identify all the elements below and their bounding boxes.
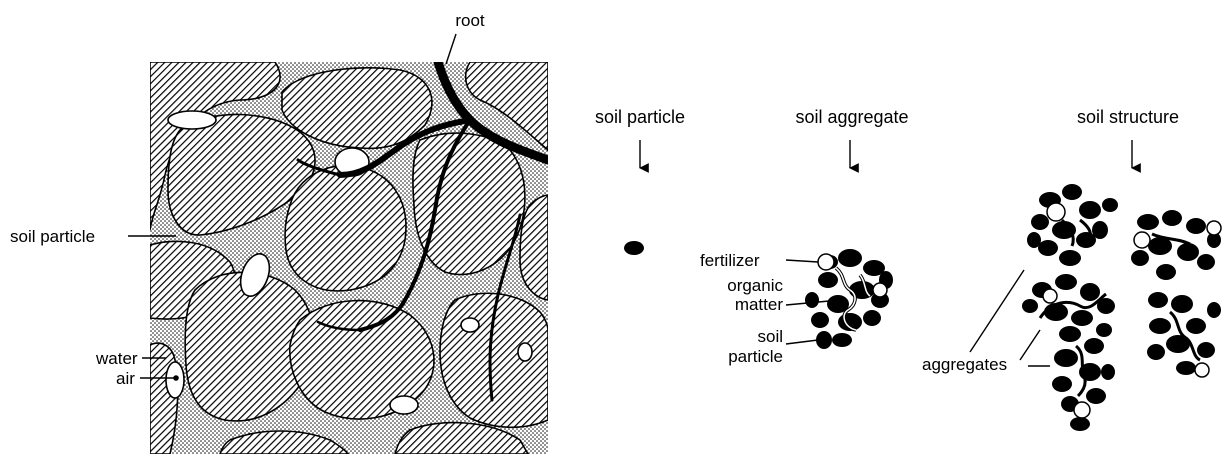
- soil-particle-shape: [285, 165, 406, 290]
- fertilizer-label: fertilizer: [700, 251, 760, 270]
- soil-cross-section: [150, 62, 548, 454]
- air-pocket: [390, 396, 418, 414]
- water-label: water: [95, 349, 138, 368]
- heading-soil-aggregate: soil aggregate: [795, 107, 908, 127]
- soil-structure-aggregates: [1022, 184, 1221, 431]
- organic-label-line1: organic: [727, 276, 783, 295]
- aggregates-leader-1: [970, 270, 1024, 352]
- air-pocket: [461, 318, 479, 332]
- air-pocket: [518, 343, 532, 361]
- aggregate-cluster: [1147, 292, 1221, 375]
- air-pocket: [166, 362, 184, 398]
- heading-soil-structure: soil structure: [1077, 107, 1179, 127]
- root-label: root: [455, 11, 485, 30]
- organic-label-line2: matter: [735, 295, 784, 314]
- aggregates-label: aggregates: [922, 355, 1007, 374]
- soil-particle-leader-agg: [786, 340, 818, 344]
- air-pocket: [168, 111, 216, 129]
- soil-label-line2: particle: [728, 347, 783, 366]
- aggregates-leader-2: [1020, 330, 1040, 360]
- aggregate-cluster: [1027, 184, 1118, 266]
- air-label: air: [116, 369, 135, 388]
- heading-soil-particle: soil particle: [595, 107, 685, 127]
- single-soil-particle: [624, 241, 644, 255]
- fertilizer-leader: [786, 260, 818, 262]
- soil-particle-label-left: soil particle: [10, 227, 95, 246]
- soil-aggregate: [805, 249, 893, 349]
- soil-label-line1: soil: [757, 327, 783, 346]
- root-leader: [446, 34, 456, 64]
- fertilizer-granule: [818, 254, 834, 270]
